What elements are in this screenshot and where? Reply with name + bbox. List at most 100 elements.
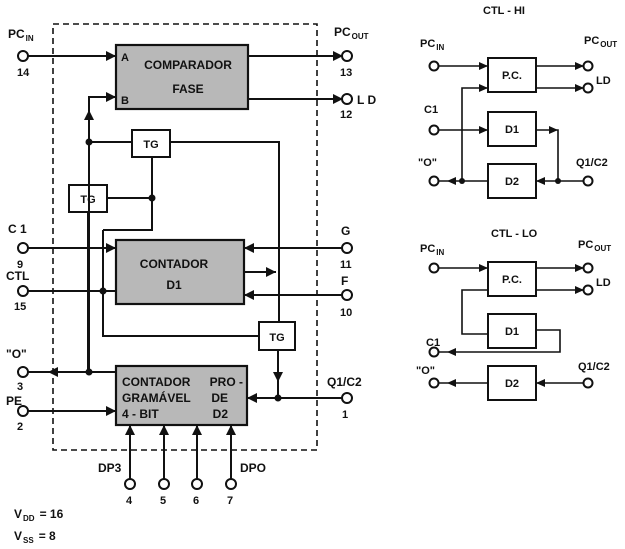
junction-dot (274, 394, 282, 402)
num-c1: 9 (17, 259, 23, 271)
counter-label-2: D1 (166, 278, 182, 292)
ctl-hi-wire-fb (461, 87, 488, 181)
ctl-hi-pin-c1 (428, 124, 440, 136)
ctl-lo-pin-c1 (428, 346, 440, 358)
num-g: 11 (340, 259, 352, 271)
num-pc-out: 13 (340, 67, 352, 79)
label-ld: L D (357, 93, 376, 107)
main-circuit: COMPARADOR FASE A B CONTADOR D1 CONTADOR… (6, 23, 376, 545)
ctl-hi-label-c1: C1 (424, 104, 438, 116)
junction-dot (459, 178, 465, 184)
comparator-label-2: FASE (172, 82, 203, 96)
arrow-pe (106, 406, 116, 416)
junction-dot (148, 194, 156, 202)
ctl-lo-label-pcin: PCIN (420, 243, 445, 257)
arrow-b-in (106, 92, 116, 102)
ctl-lo-pin-q1c2 (582, 377, 594, 389)
arrow-f (244, 290, 254, 300)
ctl-hi-d2-label: D2 (505, 176, 519, 188)
supply-vdd: VDD= 16 (14, 507, 64, 523)
pin-f (341, 289, 353, 301)
ctl-hi-pin-pcout (582, 60, 594, 72)
prog-label-2a: GRAMÁVEL (122, 390, 191, 405)
ctl-lo-pin-ld (582, 284, 594, 296)
ctl-hi-diagram: CTL - HI P.C. D1 D2 PCIN PCOUT (418, 5, 617, 199)
ctl-hi-arrow (536, 177, 545, 185)
num-pc-in: 14 (17, 67, 30, 79)
ctl-lo-d1-block (487, 313, 537, 349)
ctl-hi-arrow (575, 84, 584, 92)
ctl-lo-label-q1c2: Q1/C2 (578, 361, 610, 373)
ic-outline (52, 23, 318, 451)
arrow-o (48, 367, 58, 377)
comparator-label-1: COMPARADOR (144, 58, 232, 72)
prog-label-1b: PRO - (210, 375, 243, 389)
arrow-dp0 (226, 425, 236, 435)
comparator-input-b: B (121, 95, 129, 107)
phase-comparator-block (114, 43, 250, 111)
label-dp3: DP3 (98, 461, 122, 475)
counter-d1-block (114, 238, 246, 306)
tg-top-label: TG (143, 139, 158, 151)
num-f: 10 (340, 307, 352, 319)
pin-o (17, 366, 29, 378)
programmable-counter-block (114, 364, 249, 427)
num-dp-5: 5 (160, 495, 166, 507)
ctl-lo-pin-o (428, 377, 440, 389)
junction-dot (555, 178, 561, 184)
label-pe: PE (6, 394, 22, 408)
pin-dp2 (191, 478, 203, 490)
tg-gate-right (258, 321, 296, 351)
counter-label-1: CONTADOR (140, 257, 209, 271)
wire-ctl-tg (102, 230, 259, 337)
comparator-input-a: A (121, 52, 129, 64)
pin-dp1 (158, 478, 170, 490)
prog-label-2b: DE (211, 391, 228, 405)
label-o: "O" (6, 347, 27, 361)
ctl-hi-pin-q1c2 (582, 175, 594, 187)
pin-pc-out (341, 50, 353, 62)
ctl-hi-pin-o (428, 175, 440, 187)
arrow-dp2 (192, 425, 202, 435)
ctl-lo-d2-block (487, 365, 537, 401)
ctl-lo-arrow (479, 264, 488, 272)
arrow-pcout (333, 51, 343, 61)
label-g: G (341, 224, 350, 238)
ctl-lo-title: CTL - LO (491, 228, 538, 240)
wire-tgtop-right (170, 141, 280, 322)
ctl-hi-pc-label: P.C. (502, 70, 522, 82)
ctl-hi-pin-ld (582, 82, 594, 94)
tg-gate-top (131, 129, 171, 158)
num-ld: 12 (340, 109, 352, 121)
pin-dp0 (225, 478, 237, 490)
pin-pc-in (17, 50, 29, 62)
ctl-lo-arrow (575, 286, 584, 294)
label-c1: C 1 (8, 222, 27, 236)
ctl-hi-arrow (479, 84, 488, 92)
arrow-dp3 (125, 425, 135, 435)
arrow-pcin-a (106, 51, 116, 61)
ctl-hi-label-o: "O" (418, 157, 437, 169)
arrow-g (244, 243, 254, 253)
arrow-up-b (84, 110, 94, 120)
ctl-hi-d1-label: D1 (505, 124, 519, 136)
prog-label-3b: D2 (213, 407, 229, 421)
label-pc-out: PCOUT (334, 25, 369, 41)
label-ctl: CTL (6, 269, 29, 283)
ctl-lo-label-o: "O" (416, 365, 435, 377)
ctl-hi-label-q1c2: Q1/C2 (576, 157, 608, 169)
junction-dot (99, 287, 107, 295)
label-f: F (341, 274, 348, 288)
arrow-q1c2 (247, 393, 257, 403)
ctl-lo-arrow (447, 379, 456, 387)
ctl-lo-wire-loop (461, 289, 488, 335)
arrow-d1-out (266, 267, 276, 277)
pin-ld (341, 93, 353, 105)
ctl-hi-arrow (479, 62, 488, 70)
ctl-lo-label-c1: C1 (426, 337, 440, 349)
pin-ctl (17, 285, 29, 297)
num-dp-7: 7 (227, 495, 233, 507)
label-q1c2: Q1/C2 (327, 375, 362, 389)
